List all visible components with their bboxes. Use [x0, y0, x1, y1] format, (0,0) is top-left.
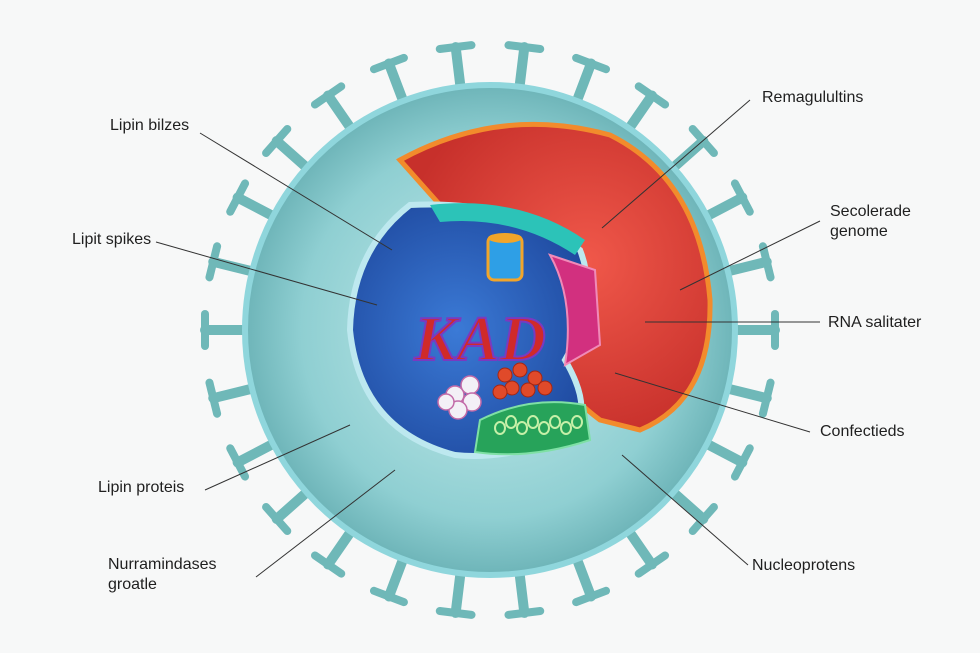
green-ring [560, 421, 572, 435]
magenta-wedge [547, 253, 602, 367]
red-particle [497, 367, 513, 383]
label-rna-salitater: RNA salitater [828, 314, 922, 331]
protein-cylinder [486, 233, 524, 282]
spike-cap [572, 53, 611, 74]
red-particle [492, 384, 508, 400]
spike-cap [758, 242, 775, 282]
teal-band [430, 203, 585, 255]
red-particle [527, 370, 543, 386]
spike-cap [262, 503, 292, 535]
green-ring [549, 415, 561, 429]
spike-cap [369, 586, 408, 607]
label-nurramindases: Nurramindases groatle [108, 555, 216, 595]
label-lipit-spikes: Lipit spikes [72, 231, 152, 248]
spike-cap [435, 41, 476, 54]
spike-cap [688, 503, 718, 535]
spike-cap [730, 179, 754, 216]
red-particle [520, 382, 536, 398]
spike-cap [758, 378, 775, 418]
spike-cap [730, 444, 754, 481]
spike-cap [226, 444, 250, 481]
green-ring [516, 421, 528, 435]
white-flower-structure [437, 375, 482, 420]
label-secolerade-genome: Secolerade genome [830, 202, 911, 242]
label-nucleoprotens: Nucleoprotens [752, 557, 856, 574]
green-rings [494, 415, 583, 435]
spike-cap [369, 53, 408, 74]
red-particle [537, 380, 553, 396]
label-remagulultins: Remagulultins [762, 89, 864, 106]
spike-cap [504, 41, 545, 54]
spike-cap [572, 586, 611, 607]
spike-cap [226, 179, 250, 216]
spike-cap [504, 606, 545, 619]
center-helix-text: KAD [413, 303, 546, 374]
green-ring [538, 421, 550, 435]
label-secolerade-line1: Secolerade [830, 203, 911, 220]
label-nurramindases-line2: groatle [108, 576, 157, 593]
label-nurramindases-line1: Nurramindases [108, 556, 217, 573]
spike-cap [435, 606, 476, 619]
label-secolerade-line2: genome [830, 223, 888, 240]
spike-cap [205, 378, 222, 418]
label-lipin-proteis: Lipin proteis [98, 479, 185, 496]
green-ring [527, 415, 539, 429]
spike-cap [310, 551, 346, 578]
spike-cap [262, 125, 292, 157]
red-particles [492, 362, 553, 400]
green-ring [505, 415, 517, 429]
surface-spikes [200, 41, 780, 619]
spike-cap [634, 551, 670, 578]
green-ring [494, 421, 506, 435]
spike-cap [205, 242, 222, 282]
spike-cap [634, 82, 670, 109]
label-confectieds: Confectieds [820, 423, 905, 440]
spike-cap [310, 82, 346, 109]
red-particle [512, 362, 528, 378]
label-lipin-bilzes: Lipin bilzes [110, 117, 190, 134]
leader-lines [155, 99, 821, 578]
green-ring [571, 415, 583, 429]
